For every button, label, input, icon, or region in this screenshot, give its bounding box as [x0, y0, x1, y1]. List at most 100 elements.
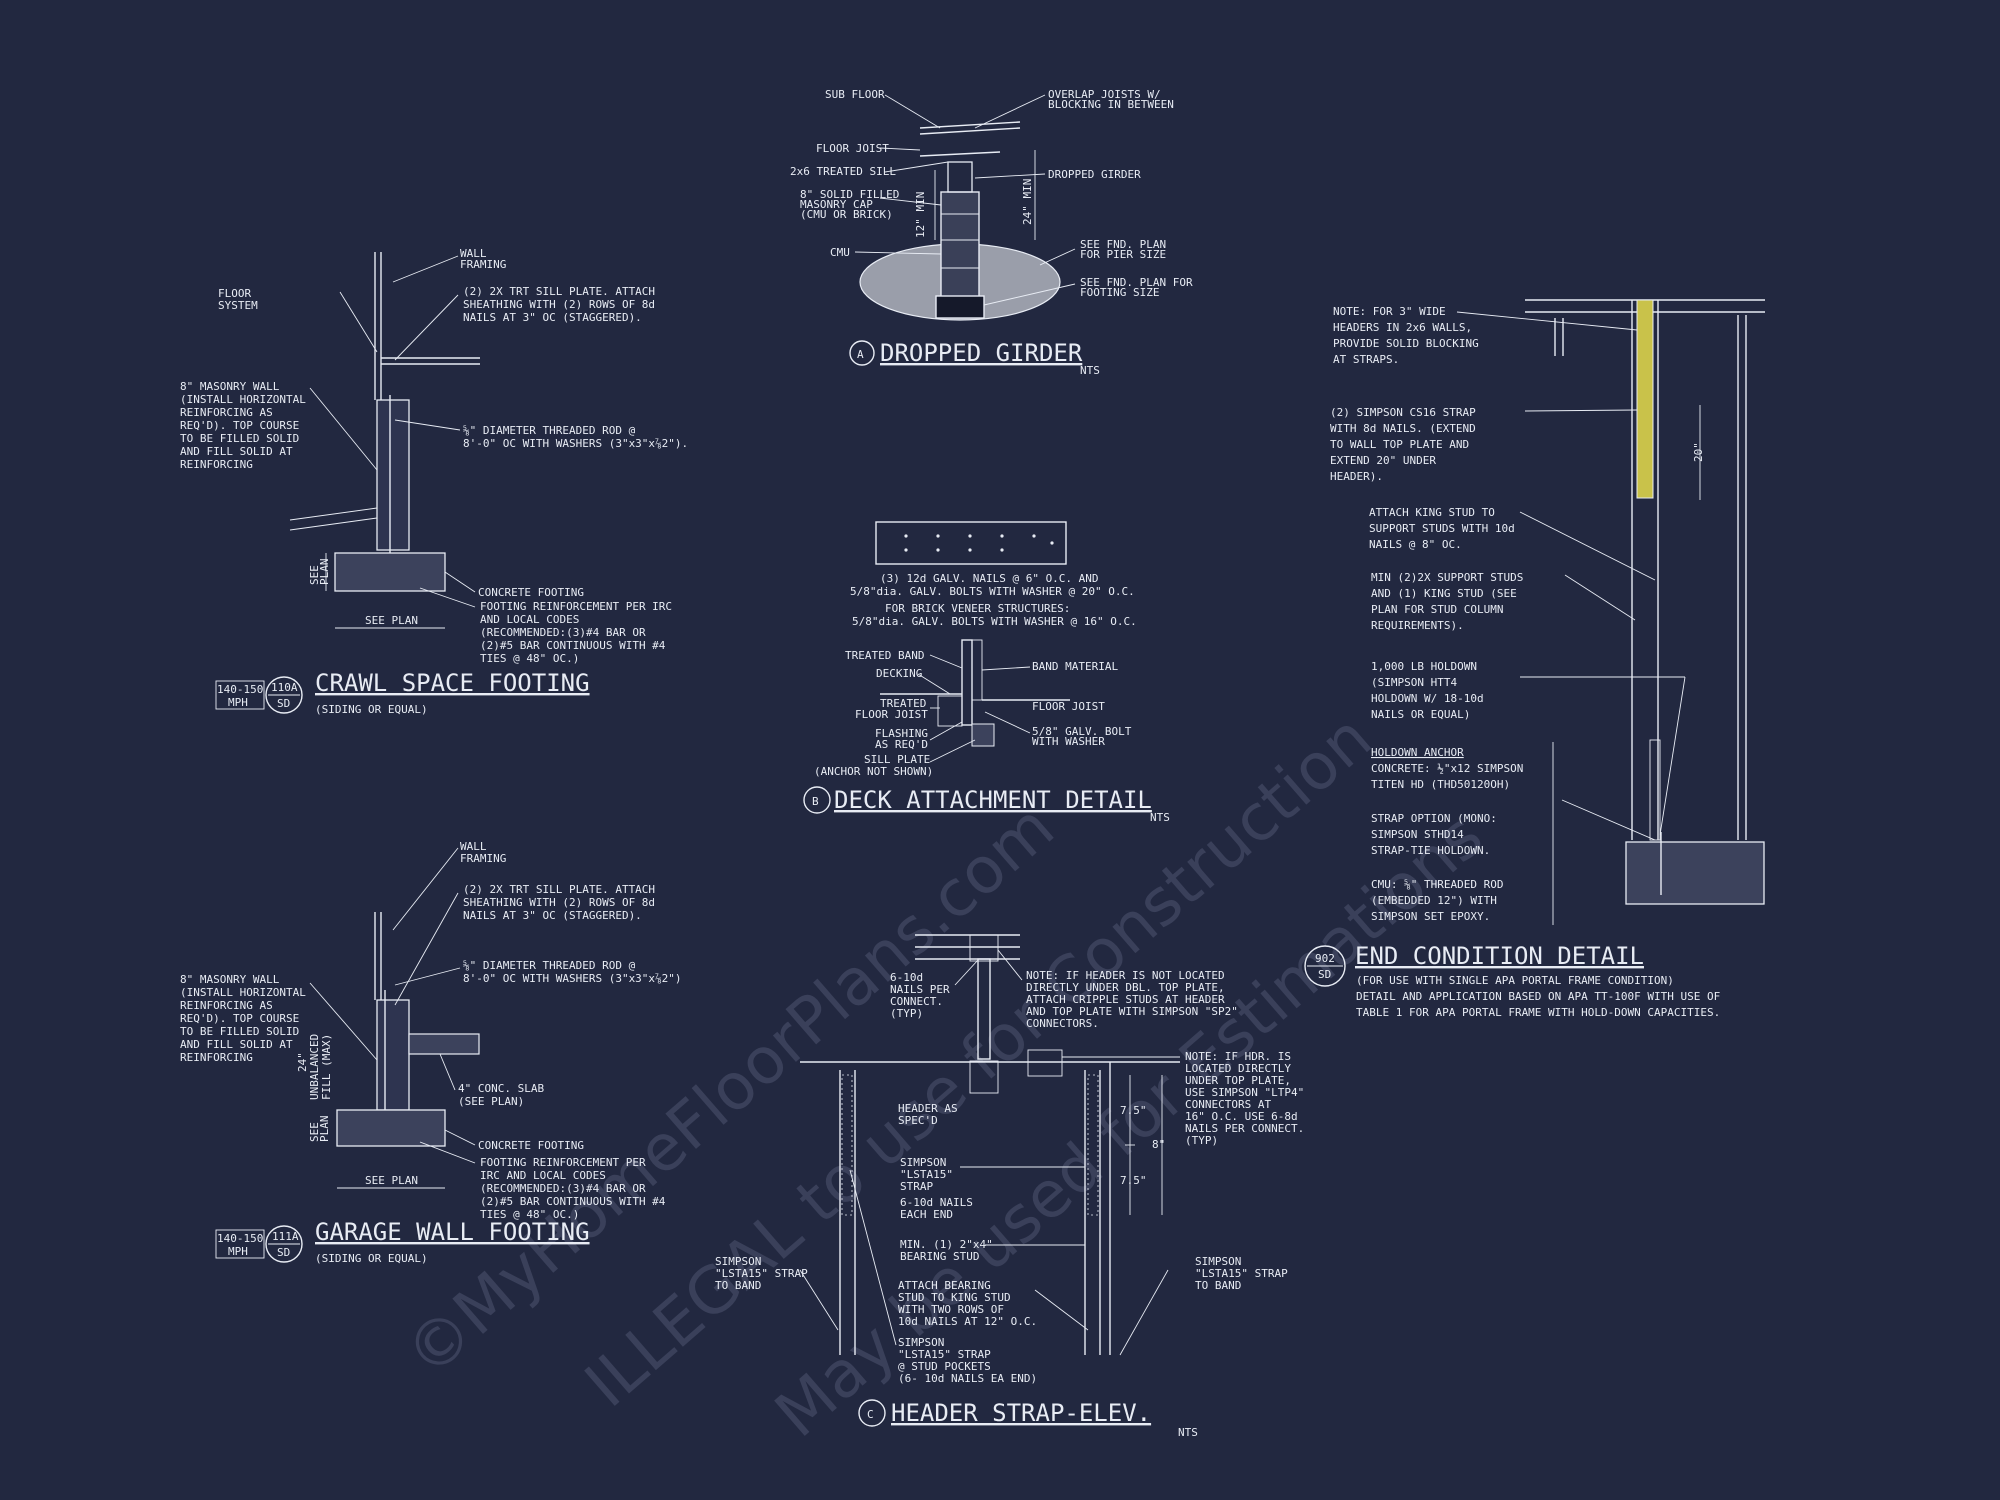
garage-title: GARAGE WALL FOOTING	[315, 1218, 590, 1246]
pier-size-label: FOR PIER SIZE	[1080, 248, 1166, 261]
nails-label: CONNECT.	[890, 995, 943, 1008]
reinforcement-label: FOOTING REINFORCEMENT PER IRC	[480, 600, 672, 613]
leader	[974, 94, 1046, 129]
garage-wind-box	[215, 1229, 265, 1259]
nail-dot	[936, 534, 940, 538]
girder-callout: A	[857, 348, 864, 361]
masonry-label: (INSTALL HORIZONTAL	[180, 393, 306, 406]
leader	[444, 1129, 476, 1146]
king-stud-label: SUPPORT STUDS WITH 10d	[1369, 522, 1515, 535]
support-label: PLAN FOR STUD COLUMN	[1371, 603, 1503, 616]
leader	[339, 291, 378, 353]
garage-callout-circle	[265, 1225, 303, 1263]
masonry-label: 8" MASONRY WALL	[180, 973, 280, 986]
rod-label: 8'-0" OC WITH WASHERS (3"x3"x⅞2")	[463, 972, 682, 985]
masonry-label: REINFORCING	[180, 1051, 253, 1064]
rod-label: ⅝" DIAMETER THREADED ROD @	[463, 424, 636, 437]
leader	[799, 1269, 839, 1331]
reinforcement-label: IRC AND LOCAL CODES	[480, 1169, 606, 1182]
masonry-label: REINFORCING AS	[180, 406, 273, 419]
deck-bolt-elevation	[875, 521, 1067, 565]
cs16-strap-highlight	[1636, 299, 1654, 499]
cripple-stud	[977, 958, 991, 1060]
sp2-connector	[969, 934, 999, 962]
garage-slab	[408, 1033, 480, 1055]
end-note-label: PROVIDE SOLID BLOCKING	[1333, 337, 1479, 350]
sub-floor-line	[919, 121, 1021, 129]
deck-sill	[971, 723, 995, 747]
leader	[1119, 1269, 1169, 1356]
deck-scale: NTS	[1150, 811, 1170, 824]
header-strap-scale: NTS	[1178, 1426, 1198, 1439]
leader	[929, 739, 976, 763]
crawl-subtitle: (SIDING OR EQUAL)	[315, 703, 428, 716]
leader	[879, 147, 921, 151]
girder-callout-circle	[849, 340, 875, 366]
anchor1-label: CONCRETE: ½"x12 SIMPSON	[1371, 762, 1523, 775]
see-plan-vertical: PLAN	[318, 559, 331, 586]
crawl-callout-sheet: SD	[277, 697, 290, 710]
header-strap-callout-circle	[858, 1399, 886, 1427]
leader	[309, 982, 378, 1061]
dim-c-label: 7.5"	[1120, 1174, 1147, 1187]
leader	[984, 711, 1031, 734]
wall-framing-label: FRAMING	[460, 852, 506, 865]
garage-callout-number: 111A	[272, 1230, 299, 1243]
king-stud-label: NAILS @ 8" OC.	[1369, 538, 1462, 551]
nails-label: NAILS PER	[890, 983, 950, 996]
garage-callout-sheet: SD	[277, 1246, 290, 1259]
header-strap-callout: C	[867, 1408, 874, 1421]
leader	[1456, 311, 1638, 331]
garage-masonry-wall	[376, 999, 410, 1111]
right-strap-label: SIMPSON	[1195, 1255, 1241, 1268]
sill-plate-label: (ANCHOR NOT SHOWN)	[814, 765, 933, 778]
garage-wind-unit: MPH	[228, 1245, 248, 1258]
anchor1-label: TITEN HD (THD50120OH)	[1371, 778, 1510, 791]
bearing-label: BEARING STUD	[900, 1250, 979, 1263]
leader	[1034, 1289, 1089, 1331]
leader	[954, 959, 979, 986]
crawl-wind-box	[215, 680, 265, 710]
holdown-label: HOLDOWN W/ 18-10d	[1371, 692, 1484, 705]
anchor3-label: CMU: ⅝" THREADED ROD	[1371, 878, 1503, 891]
deck-note-2: 5/8"dia. GALV. BOLTS WITH WASHER @ 20" O…	[850, 585, 1135, 598]
leader	[1519, 511, 1656, 581]
leader	[983, 283, 1076, 306]
garage-concrete-footing	[336, 1109, 446, 1147]
sill-plate-label: (2) 2X TRT SILL PLATE. ATTACH	[463, 883, 655, 896]
note1-label: CONNECTORS.	[1026, 1017, 1099, 1030]
deck-note-1: (3) 12d GALV. NAILS @ 6" O.C. AND	[880, 572, 1099, 585]
leader	[884, 161, 949, 173]
leader	[854, 251, 942, 255]
slab-label: (SEE PLAN)	[458, 1095, 524, 1108]
reinforcement-label: (2)#5 BAR CONTINUOUS WITH #4	[480, 639, 666, 652]
sill-plate-label: (2) 2X TRT SILL PLATE. ATTACH	[463, 285, 655, 298]
deck-joist	[937, 695, 963, 727]
leader	[917, 673, 951, 695]
header-strap-title: HEADER STRAP-ELEV.	[891, 1399, 1151, 1427]
header-strap-detail: 7.5" 8" 7.5" 6-10d NAILS PER CONNECT. (T…	[715, 934, 1304, 1439]
leader	[419, 587, 476, 608]
header-label: HEADER AS	[898, 1102, 958, 1115]
floor-system-label: SYSTEM	[218, 299, 258, 312]
masonry-label: REINFORCING AS	[180, 999, 273, 1012]
nail-dot	[968, 548, 972, 552]
solid-filled-label: 8" SOLID FILLED	[800, 188, 899, 201]
dim-a-label: 7.5"	[1120, 1104, 1147, 1117]
anchor2-label: SIMPSON STHD14	[1371, 828, 1464, 841]
treated-joist-label: FLOOR JOIST	[855, 708, 928, 721]
reinforcement-label: AND LOCAL CODES	[480, 613, 579, 626]
left-strap-label: SIMPSON	[715, 1255, 761, 1268]
floor-system-label: FLOOR	[218, 287, 251, 300]
leader	[392, 847, 459, 931]
dim-12-label: 12" MIN	[914, 192, 927, 238]
ltp4-connector	[1027, 1049, 1063, 1077]
note1-label: DIRECTLY UNDER DBL. TOP PLATE,	[1026, 981, 1225, 994]
girder-scale: NTS	[1080, 364, 1100, 377]
sill-plate-label: SILL PLATE	[864, 753, 930, 766]
leader	[1659, 676, 1686, 836]
rod-label: 8'-0" OC WITH WASHERS (3"x3"x⅞2").	[463, 437, 688, 450]
crawl-callout-number: 110A	[271, 681, 298, 694]
nails-each-label: 6-10d NAILS	[900, 1196, 973, 1209]
flashing-label: AS REQ'D	[875, 738, 928, 751]
